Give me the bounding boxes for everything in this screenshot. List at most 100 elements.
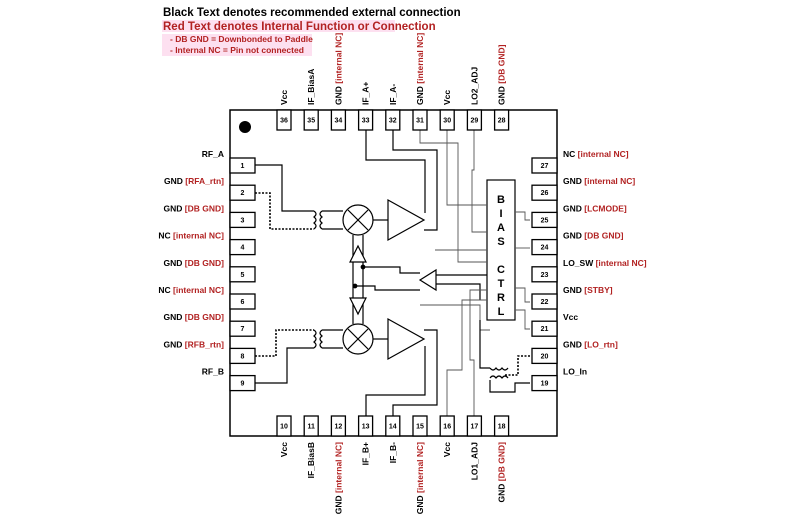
bias-letter: C [497,264,505,276]
pin-label: Vcc [442,442,452,457]
pin-pad [330,415,347,437]
legend-line-2: Red Text denotes Internal Function or Co… [163,21,436,33]
if-amp-b-icon [387,317,426,361]
pin-number: 15 [416,424,424,431]
pin-label: Vcc [279,442,289,457]
pin-pad [531,293,558,310]
pin-number: 2 [241,190,245,197]
pin-label: Vcc [279,90,289,105]
pin-label: IF_BiasA [306,69,316,105]
pin-number: 28 [498,118,506,125]
pin-label: GND [internal NC] [333,33,343,105]
bias-letter: A [497,222,505,234]
pin-number: 21 [541,326,549,333]
pin-number: 16 [443,424,451,431]
pin-number: 30 [443,118,451,125]
pin-number: 8 [241,353,245,360]
pin-number: 25 [541,217,549,224]
pin-label: NC [internal NC] [158,231,224,241]
pin-label: GND [DB GND] [563,231,624,241]
pin-number: 10 [280,424,288,431]
pin-pad [229,266,256,283]
pin-label: Vcc [563,312,578,322]
pin-label: GND [DB GND] [164,312,225,322]
pin-24: 24 GND [DB GND] [531,231,624,256]
pin-pad [357,415,374,437]
pin-label: LO2_ADJ [469,66,479,105]
mixer-b-icon [342,323,374,355]
pin-label: IF_BiasB [306,442,316,478]
pin-label: RF_A [202,149,224,159]
pin-pad [531,238,558,256]
pin-number: 18 [498,424,506,431]
pin-number: 20 [541,353,549,360]
pin-pad [357,109,374,131]
pin-number: 26 [541,190,549,197]
pin-label: GND [LCMODE] [563,203,627,213]
pin-pad [229,293,256,310]
pin-pad [466,415,483,437]
pin-number: 32 [389,118,397,125]
bias-letter: T [498,278,505,290]
pin-pad [412,109,428,131]
pin-label: NC [internal NC] [563,149,629,159]
bias-letter: S [497,236,504,248]
pin-25: 25 GND [LCMODE] [531,203,627,229]
pin-label: IF_B+ [361,442,371,465]
transformer-a-icon [313,210,317,230]
pin-number: 6 [241,299,245,306]
pin-pad [229,347,256,365]
if-amp-a-icon [387,198,426,242]
pin-label: GND [STBY] [563,285,613,295]
pin-pad [385,415,401,437]
transformer-b-icon [319,329,323,349]
pin-pad [229,374,256,392]
pin-number: 12 [335,424,343,431]
pin-label: GND [internal NC] [333,442,343,514]
pin-pad [229,211,256,229]
pin-number: 31 [416,118,424,125]
pin-label: GND [RFA_rtn] [164,176,224,186]
pin-number: 22 [541,299,549,306]
pin-number: 1 [241,163,245,170]
pin-pad [303,109,319,131]
pin-pad [229,157,256,174]
pin-34: 34 GND [internal NC] [330,33,347,131]
pin-21: 21 Vcc [531,312,578,337]
lo-buffer-up-icon [349,244,367,263]
pin-number: 34 [335,118,343,125]
pin-number: 24 [541,245,549,252]
pin-2: 2 GND [RFA_rtn] [164,176,256,201]
pin-pad [531,266,558,283]
lo-buffer-down-icon [349,297,367,316]
pin-number: 7 [241,326,245,333]
pin-pad [229,238,256,256]
pin-number: 17 [471,424,479,431]
pin-number: 5 [241,272,245,279]
pin-label: LO1_ADJ [469,442,479,481]
pin-pad [330,109,347,131]
pin-pad [531,320,558,337]
legend-line-1: Black Text denotes recommended external … [163,7,461,19]
pin-pad [439,415,455,437]
internal-circuit [255,130,530,416]
legend-line-3: - DB GND = Downbonded to Paddle [170,34,313,44]
pin-label: GND [LO_rtn] [563,339,618,349]
pin-pad [276,415,292,437]
pin-number: 11 [307,424,315,431]
pin-label: GND [RFB_rtn] [164,339,225,349]
pin-pad [466,109,483,131]
